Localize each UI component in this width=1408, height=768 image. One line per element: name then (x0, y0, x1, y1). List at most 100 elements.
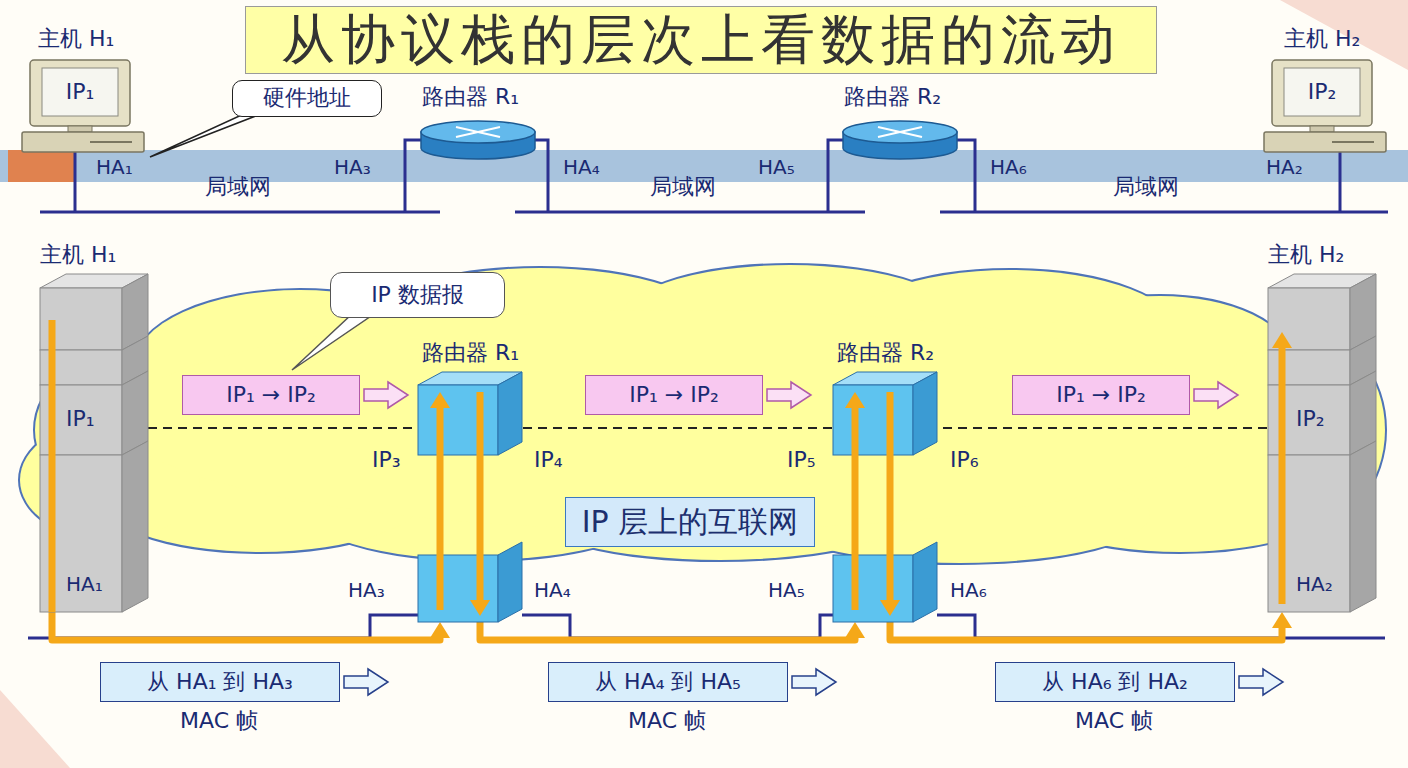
ip-address: IP₄ (534, 447, 563, 473)
hardware-address: HA₄ (534, 578, 571, 602)
data-flow-arrow (890, 622, 1282, 640)
hardware-address: HA₃ (334, 155, 371, 179)
ip-datagram-box: IP₁ → IP₂ (1012, 375, 1190, 415)
cloud-fill (20, 265, 1385, 563)
stack-side (1350, 441, 1376, 612)
data-flow-arrow (52, 612, 440, 640)
hollow-arrow (364, 382, 408, 408)
host-name: 主机 H₁ (38, 26, 114, 52)
router-top (421, 121, 535, 143)
protocol-stack-shape (40, 274, 148, 612)
flow-arrow-line (852, 408, 859, 610)
monitor-screen (1284, 68, 1360, 116)
callout-bubble: 硬件地址 (232, 80, 382, 117)
flow-arrow-head (845, 392, 865, 408)
cloud-outline (20, 265, 1385, 563)
protocol-stack: 主机 H₁IP₁HA₁ (40, 274, 148, 612)
stack-side (1350, 371, 1376, 455)
frame-label: MAC 帧 (180, 708, 258, 734)
flow-arrow-head (880, 600, 900, 616)
callout-tail (150, 112, 266, 157)
router-name: 路由器 R₁ (422, 84, 519, 110)
lan-wire (515, 211, 865, 214)
router-symbol (456, 127, 500, 137)
router-symbol (456, 127, 500, 137)
lan-wire (522, 615, 833, 638)
host-computer: 主机 H₂ IP₂ (1262, 28, 1396, 158)
hardware-address: HA₃ (348, 578, 385, 602)
hollow-arrow (1239, 669, 1283, 695)
lan-wire (74, 152, 77, 212)
router-name: 路由器 R₂ (844, 84, 941, 110)
monitor-frame (30, 60, 130, 126)
hollow-arrow (767, 382, 811, 408)
stack-side (122, 441, 148, 612)
lan-wire (957, 140, 975, 212)
monitor-frame (1272, 60, 1372, 126)
hollow-arrow (344, 669, 388, 695)
host-name: 主机 H₂ (1284, 26, 1360, 52)
mac-frame-box: 从 HA₁ 到 HA₃ (100, 662, 340, 702)
router-block: 路由器 R₂ (833, 372, 937, 622)
callout-bubble: IP 数据报 (330, 272, 505, 318)
flow-arrow-line (477, 392, 484, 600)
layer-label-box: IP 层上的互联网 (565, 497, 815, 547)
lan-wire (40, 211, 440, 214)
mac-frame-box: 从 HA₆ 到 HA₂ (995, 662, 1235, 702)
lan-wire (940, 211, 1388, 214)
hollow-arrow (1194, 382, 1238, 408)
drive-slot (1332, 141, 1374, 143)
lan-wire (28, 615, 418, 638)
node-text: IP₁ → IP₂ (226, 382, 316, 408)
ip-layer-line (148, 427, 1268, 429)
stack-side (122, 371, 148, 455)
flow-arrow-line (437, 408, 444, 610)
node-text: 硬件地址 (263, 85, 351, 111)
router-name: 路由器 R₂ (837, 340, 934, 366)
router-top (843, 121, 957, 143)
router-symbol (878, 127, 922, 137)
host-name: 主机 H₁ (40, 242, 116, 268)
ip-address: IP₂ (1296, 406, 1325, 432)
ip-datagram-box: IP₁ → IP₂ (585, 375, 763, 415)
title-banner: 从协议栈的层次上看数据的流动 (245, 6, 1157, 74)
lan-wire (1339, 152, 1342, 212)
host-name: 主机 H₂ (1268, 242, 1344, 268)
router-symbol (878, 127, 922, 137)
router-block-side (913, 542, 937, 622)
flow-arrow-line (1279, 348, 1286, 604)
router-name: 路由器 R₁ (422, 340, 519, 366)
hardware-address: HA₁ (66, 572, 103, 596)
node-text: 从 HA₆ 到 HA₂ (1042, 669, 1188, 695)
router-block-side (498, 542, 522, 622)
monitor-screen (42, 68, 118, 116)
node-text: IP 层上的互联网 (582, 504, 798, 540)
node-text: IP 数据报 (371, 282, 464, 308)
hardware-address: HA₂ (1266, 155, 1303, 179)
stack-layer (1268, 288, 1350, 350)
computer-base (1264, 132, 1386, 152)
router-block-shape (833, 372, 937, 622)
ip-address: IP₁ (42, 68, 118, 116)
hardware-address: HA₆ (990, 155, 1027, 179)
router-block-side (498, 372, 522, 455)
flow-arrow-line (49, 320, 56, 612)
router-block: 路由器 R₁ (418, 372, 522, 622)
lan-wire (937, 615, 1385, 638)
router-icon: 路由器 R₁ (418, 86, 538, 164)
mac-frame-box: 从 HA₄ 到 HA₅ (548, 662, 788, 702)
router-block-side (913, 372, 937, 455)
lan-label: 局域网 (205, 174, 271, 200)
ip-address: IP₂ (1284, 68, 1360, 116)
node-text: IP₁ → IP₂ (1056, 382, 1146, 408)
lan-wire (405, 140, 421, 212)
router-block-shape (418, 372, 522, 622)
ip-address: IP₆ (950, 447, 979, 473)
flow-arrow-line (887, 392, 894, 600)
hardware-address: HA₁ (96, 155, 133, 179)
node-text: IP₁ → IP₂ (629, 382, 719, 408)
flow-arrow-head (470, 600, 490, 616)
corner-decoration (0, 690, 70, 768)
hollow-arrow (792, 669, 836, 695)
